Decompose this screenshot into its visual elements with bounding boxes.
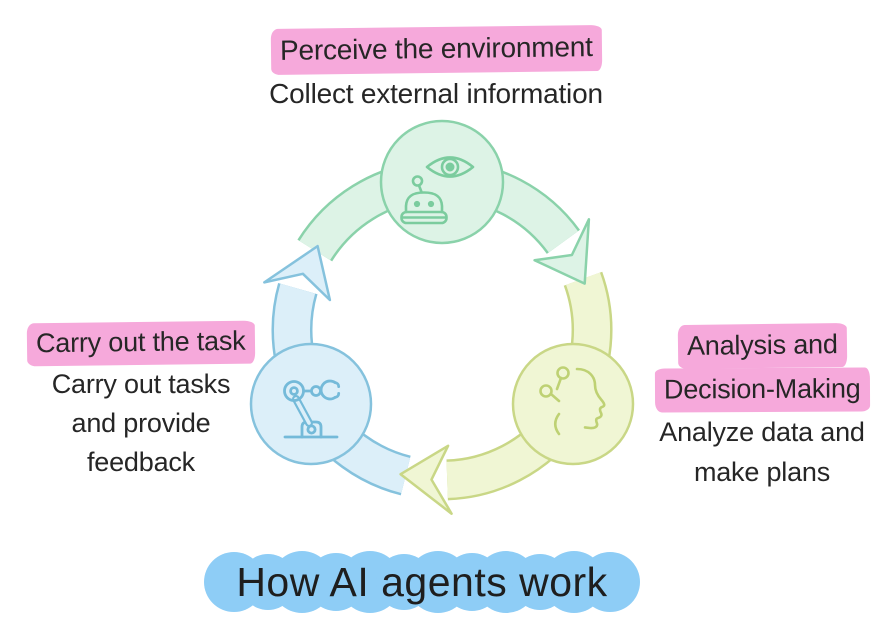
robot-arm-icon [283,379,341,439]
analyze-label-block: Analysis and Decision-Making Analyze dat… [622,322,888,492]
analyze-heading1: Analysis and [677,322,847,370]
act-subtext-line3: feedback [87,447,195,477]
arrowhead-to-analyze [533,218,591,285]
analyze-heading2: Decision-Making [654,367,870,413]
title-container: How AI agents work [204,550,640,614]
act-subtext-line1: Carry out tasks [51,369,231,399]
perceive-heading-line: Perceive the environment [0,24,872,76]
arrowhead-to-perceive [263,244,332,302]
perceive-label-block: Perceive the environment Collect externa… [0,24,872,115]
act-node-circle [249,342,373,466]
arrowhead-to-act [399,444,453,515]
act-heading: Carry out the task [26,320,256,367]
analyze-subtext-line2: make plans [693,457,831,487]
eye-icon [425,156,475,178]
act-subtext-line2: and provide [71,408,211,438]
analyze-heading-line2: Decision-Making [622,367,888,413]
analyze-heading-line1: Analysis and [622,322,888,370]
page-title: How AI agents work [236,559,608,605]
perceive-node-circle [379,119,505,245]
robot-head-icon [400,175,448,225]
analyze-node-circle [511,342,635,466]
decision-head-icon [539,366,606,436]
analyze-subtext-line1: Analyze data and [659,417,865,447]
act-label-block: Carry out the task Carry out tasks and p… [1,320,281,482]
perceive-subtext: Collect external information [269,78,603,109]
act-heading-line: Carry out the task [1,320,281,367]
title-cloud-background [204,551,640,613]
perceive-heading: Perceive the environment [270,24,602,76]
